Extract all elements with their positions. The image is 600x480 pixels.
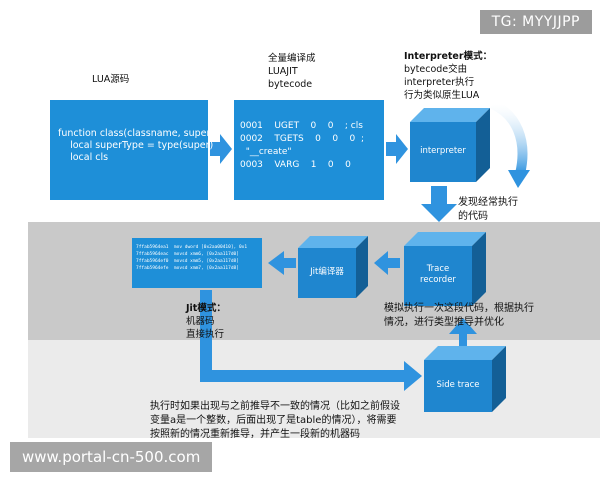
interpreter-cube <box>410 108 490 182</box>
side-trace-note: 执行时如果出现与之前推导不一致的情况（比如之前假设 变量a是一个整数，后面出现了… <box>150 400 400 442</box>
machine-code-line: 7ffab5964efe movsd xmm7, [0x2aa117d8] <box>136 266 239 271</box>
jit-mode-desc-line: 机器码 <box>186 316 215 327</box>
trace-recorder-label-line: recorder <box>420 275 456 285</box>
jit-mode-title: Jit模式： <box>186 303 226 314</box>
bytecode-line: 0003 VARG 1 0 0 <box>240 160 351 170</box>
interpreter-loop-arrowhead <box>508 170 530 188</box>
interpreter-loop-arrow <box>489 99 528 176</box>
side-trace-cube <box>424 346 506 412</box>
interpreter-cube-label: interpreter <box>420 146 466 156</box>
hot-code-note-line: 发现经常执行 <box>458 197 518 208</box>
arrow-trace-to-jit <box>374 251 400 275</box>
machine-code-box: 7ffab5964ea1 mov dword [0x2aa00410], 0x1… <box>132 238 262 288</box>
bytecode-label-line: 全量编译成 <box>268 53 316 64</box>
machine-code-line: 7ffab5964ea1 mov dword [0x2aa00410], 0x1 <box>136 245 248 250</box>
interpreter-desc-line: bytecode交由 <box>404 64 468 75</box>
arrow-side-trace-to-recorder <box>449 318 477 348</box>
tg-tag: TG: MYYJJPP <box>479 10 592 34</box>
side-trace-note-line: 按照新的情况重新推导，并产生一段新的机器码 <box>150 429 360 440</box>
trace-recorder-cube <box>404 232 486 306</box>
jit-mode-desc-line: 直接执行 <box>186 329 225 340</box>
lua-code-line: function class(classname, super) <box>58 128 215 139</box>
hot-code-note: 发现经常执行 的代码 <box>458 196 518 224</box>
arrow-source-to-bytecode <box>210 134 232 164</box>
bytecode-label-line: bytecode <box>268 79 313 90</box>
jit-mode-label: Jit模式： 机器码 直接执行 <box>186 302 226 341</box>
simulate-note: 模拟执行一次这段代码，根据执行 情况，进行类型推导并优化 <box>384 302 534 330</box>
interpreter-mode-title: Interpreter模式： <box>404 51 493 62</box>
trace-recorder-label-line: Trace <box>426 264 450 274</box>
jit-compiler-cube <box>298 236 368 298</box>
machine-code-line: 7ffab5964eac movsd xmm6, [0x2aa117d0] <box>136 252 239 257</box>
jit-compiler-cube-label: Jit编译器 <box>310 267 344 277</box>
arrow-jit-to-machine-code <box>268 251 296 275</box>
hot-code-note-line: 的代码 <box>458 211 488 222</box>
arrow-interpreter-to-trace <box>421 186 457 222</box>
lua-code-line: local superType = type(super) <box>58 140 214 151</box>
bytecode-line: 0001 UGET 0 0 ; cls <box>240 121 363 131</box>
side-trace-note-line: 执行时如果出现与之前推导不一致的情况（比如之前假设 <box>150 401 400 412</box>
side-trace-cube-label: Side trace <box>436 380 480 390</box>
interpreter-desc-line: interpreter执行 <box>404 77 475 88</box>
bytecode-line: "__create" <box>240 147 292 157</box>
simulate-note-line: 模拟执行一次这段代码，根据执行 <box>384 303 534 314</box>
simulate-note-line: 情况，进行类型推导并优化 <box>384 317 504 328</box>
bytecode-box: 0001 UGET 0 0 ; cls 0002 TGETS 0 0 0 ; "… <box>234 100 384 200</box>
side-trace-note-line: 变量a是一个整数，后面出现了是table的情况），将需要 <box>150 415 397 426</box>
lua-source-label: LUA源码 <box>92 74 130 85</box>
bytecode-line: 0002 TGETS 0 0 0 ; <box>240 134 364 144</box>
lua-source-code-box: function class(classname, super) local s… <box>50 100 215 200</box>
lua-code-line: local cls <box>58 152 109 163</box>
interpreter-desc-line: 行为类似原生LUA <box>404 90 480 101</box>
arrow-bytecode-to-interpreter <box>386 134 408 164</box>
machine-code-line: 7ffab5964ef0 movsd xmm5, [0x2aa117d8] <box>136 259 239 264</box>
trace-recorder-cube-label: Trace recorder <box>404 264 472 286</box>
bytecode-label: 全量编译成 LUAJIT bytecode <box>268 52 316 91</box>
interpreter-mode-label: Interpreter模式： bytecode交由 interpreter执行 … <box>404 50 492 102</box>
arrow-machine-to-side-trace <box>200 290 422 391</box>
site-watermark: www.portal-cn-500.com <box>10 442 213 472</box>
bytecode-label-line: LUAJIT <box>268 66 298 77</box>
